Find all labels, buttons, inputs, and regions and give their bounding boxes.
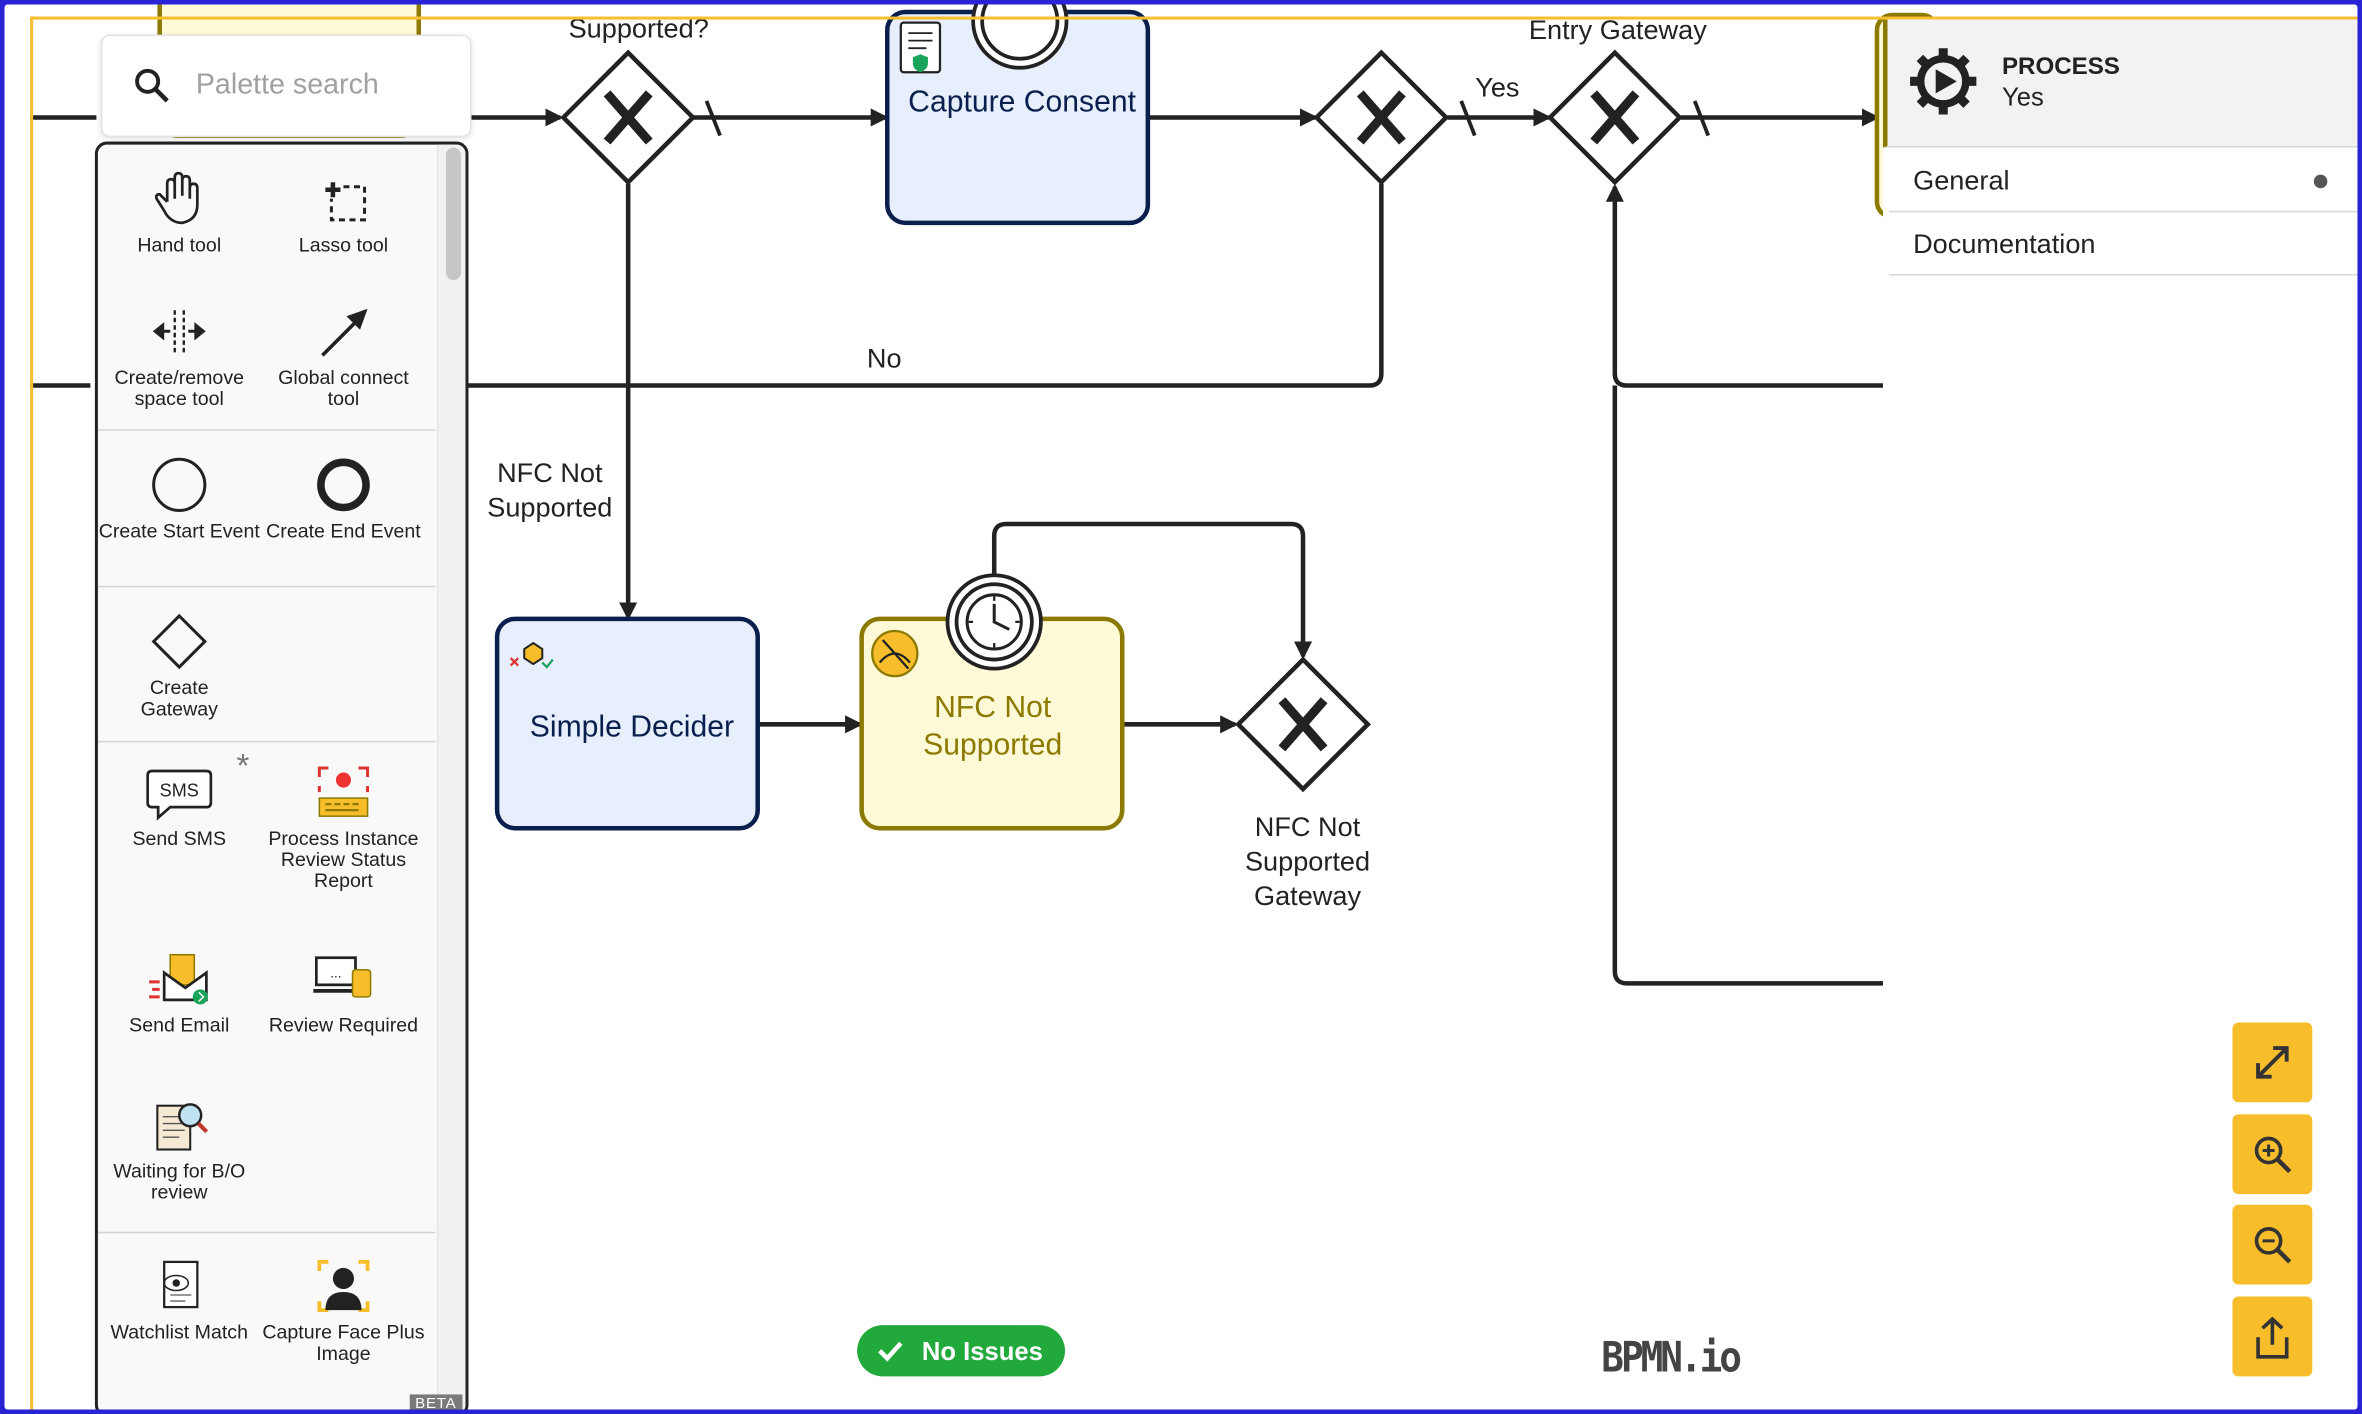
process-gear-icon [1910, 48, 1977, 115]
tool-label: Review Required [268, 1013, 419, 1037]
tool-label: Create Start Event [98, 519, 260, 543]
watchlist-match-icon [163, 1260, 199, 1309]
group-general[interactable]: General [1889, 149, 2358, 213]
start-event-icon [152, 457, 207, 512]
tool-label: Watchlist Match [110, 1320, 248, 1344]
tool-palette: Hand tool Lasso tool Create/remove space… [94, 141, 469, 1410]
tool-watchlist-match[interactable]: Watchlist Match [98, 1256, 261, 1343]
decision-icon [509, 641, 554, 669]
palette-separator [97, 585, 436, 588]
group-documentation-label: Documentation [1913, 228, 2096, 260]
label-no: No [866, 343, 902, 374]
gateway-nfc-not-supported [1235, 656, 1371, 793]
tool-start-event[interactable]: Create Start Event [98, 455, 261, 542]
tool-review-status-report[interactable]: Process Instance Review Status Report [262, 762, 425, 892]
tool-capture-face[interactable]: Capture Face Plus Image [262, 1256, 425, 1364]
consent-document-icon [899, 21, 942, 74]
zoom-in-icon [2254, 1136, 2292, 1174]
selection-border-top [30, 16, 2358, 20]
properties-panel: PROCESS Yes General Documentation [1882, 19, 2358, 276]
modeler-canvas[interactable]: Supported? Entry Gateway Yes No NFC Not … [4, 4, 2358, 1410]
palette-separator [97, 429, 436, 431]
label-nfc-not-supported-flow: NFC Not Supported [487, 457, 613, 523]
send-email-icon [149, 953, 208, 1005]
search-icon [135, 68, 169, 103]
palette-separator [97, 740, 436, 743]
timer-boundary-nfc [945, 573, 1043, 671]
label-yes: Yes [1475, 72, 1520, 103]
task-label-nfc-not-supported[interactable]: NFC Not Supported [923, 691, 1063, 762]
tool-hand[interactable]: Hand tool [98, 169, 261, 256]
lasso-icon [325, 182, 367, 222]
tool-label: Create End Event [266, 519, 421, 543]
task-label-simple-decider[interactable]: Simple Decider [529, 710, 735, 744]
zoom-out-icon [2254, 1226, 2292, 1264]
beta-badge: BETA [409, 1394, 463, 1410]
task-label-capture-consent[interactable]: Capture Consent [908, 85, 1136, 119]
connect-arrow-icon [321, 308, 368, 357]
gateway-supported [560, 49, 697, 186]
sms-icon: SMS [146, 769, 213, 821]
tool-review-required[interactable]: ... Review Required [262, 949, 425, 1036]
bpmn-io-logo[interactable]: BPMN.io [1601, 1333, 1742, 1382]
tool-global-connect[interactable]: Global connect tool [262, 301, 425, 409]
group-documentation[interactable]: Documentation [1889, 212, 2358, 276]
gateway-entry [1546, 49, 1683, 186]
waiting-review-icon [156, 1103, 209, 1151]
group-changed-indicator [2313, 174, 2328, 189]
label-entry-gateway: Entry Gateway [1528, 15, 1707, 46]
tool-lasso[interactable]: Lasso tool [262, 169, 425, 256]
tool-label: Create Gateway [140, 676, 218, 720]
zoom-out-button[interactable] [2232, 1204, 2313, 1285]
tool-label: Send Email [129, 1013, 230, 1037]
no-issues-label: No Issues [921, 1337, 1043, 1366]
palette-scrollbar-track[interactable] [436, 144, 466, 1410]
space-tool-icon [152, 310, 206, 353]
hand-icon [154, 171, 199, 225]
tool-end-event[interactable]: Create End Event [262, 455, 425, 542]
palette-separator [97, 1231, 436, 1234]
tool-send-sms[interactable]: SMS Send SMS [98, 762, 261, 849]
fit-viewport-button[interactable] [2232, 1022, 2313, 1103]
task-simple-decider [494, 616, 760, 831]
properties-header: PROCESS Yes [1882, 19, 2358, 148]
zoom-in-button[interactable] [2232, 1114, 2313, 1195]
gateway-yes-no [1313, 49, 1450, 186]
review-status-report-icon [317, 766, 370, 817]
svg-text:...: ... [330, 965, 341, 980]
capture-face-icon [317, 1260, 370, 1312]
tool-label: Process Instance Review Status Report [268, 826, 419, 892]
tool-label: Waiting for B/O review [113, 1159, 246, 1204]
gateway-icon [151, 613, 207, 670]
star-marker-icon: * [236, 746, 250, 785]
tool-label: Send SMS [132, 826, 227, 850]
group-general-label: General [1913, 165, 2010, 196]
tool-send-email[interactable]: Send Email [98, 949, 261, 1036]
palette-scrollbar-thumb[interactable] [445, 147, 461, 281]
tool-waiting-review[interactable]: Waiting for B/O review [98, 1095, 261, 1203]
palette-search-box[interactable]: Palette search [100, 34, 472, 138]
selection-border-left [30, 16, 34, 1410]
share-export-icon [2256, 1316, 2289, 1359]
check-icon [878, 1341, 903, 1362]
tool-label: Lasso tool [298, 233, 389, 256]
tool-label: Create/remove space tool [114, 365, 245, 410]
tool-label: Hand tool [137, 233, 222, 256]
no-issues-badge[interactable]: No Issues [857, 1325, 1066, 1377]
tool-label: Capture Face Plus Image [262, 1320, 425, 1365]
svg-text:SMS: SMS [160, 781, 199, 801]
expand-icon [2256, 1046, 2289, 1079]
tool-label: Global connect tool [278, 365, 409, 410]
end-event-icon [317, 458, 370, 512]
export-button[interactable] [2232, 1296, 2313, 1377]
review-required-icon: ... [313, 956, 372, 998]
label-nfc-gateway: NFC Not Supported Gateway [1244, 811, 1371, 912]
element-name: Yes [2001, 82, 2044, 112]
tool-space[interactable]: Create/remove space tool [98, 301, 261, 409]
nfc-off-icon [871, 629, 919, 678]
element-type: PROCESS [2001, 54, 2120, 80]
palette-search-input[interactable]: Palette search [195, 69, 379, 101]
tool-gateway[interactable]: Create Gateway [98, 611, 261, 719]
